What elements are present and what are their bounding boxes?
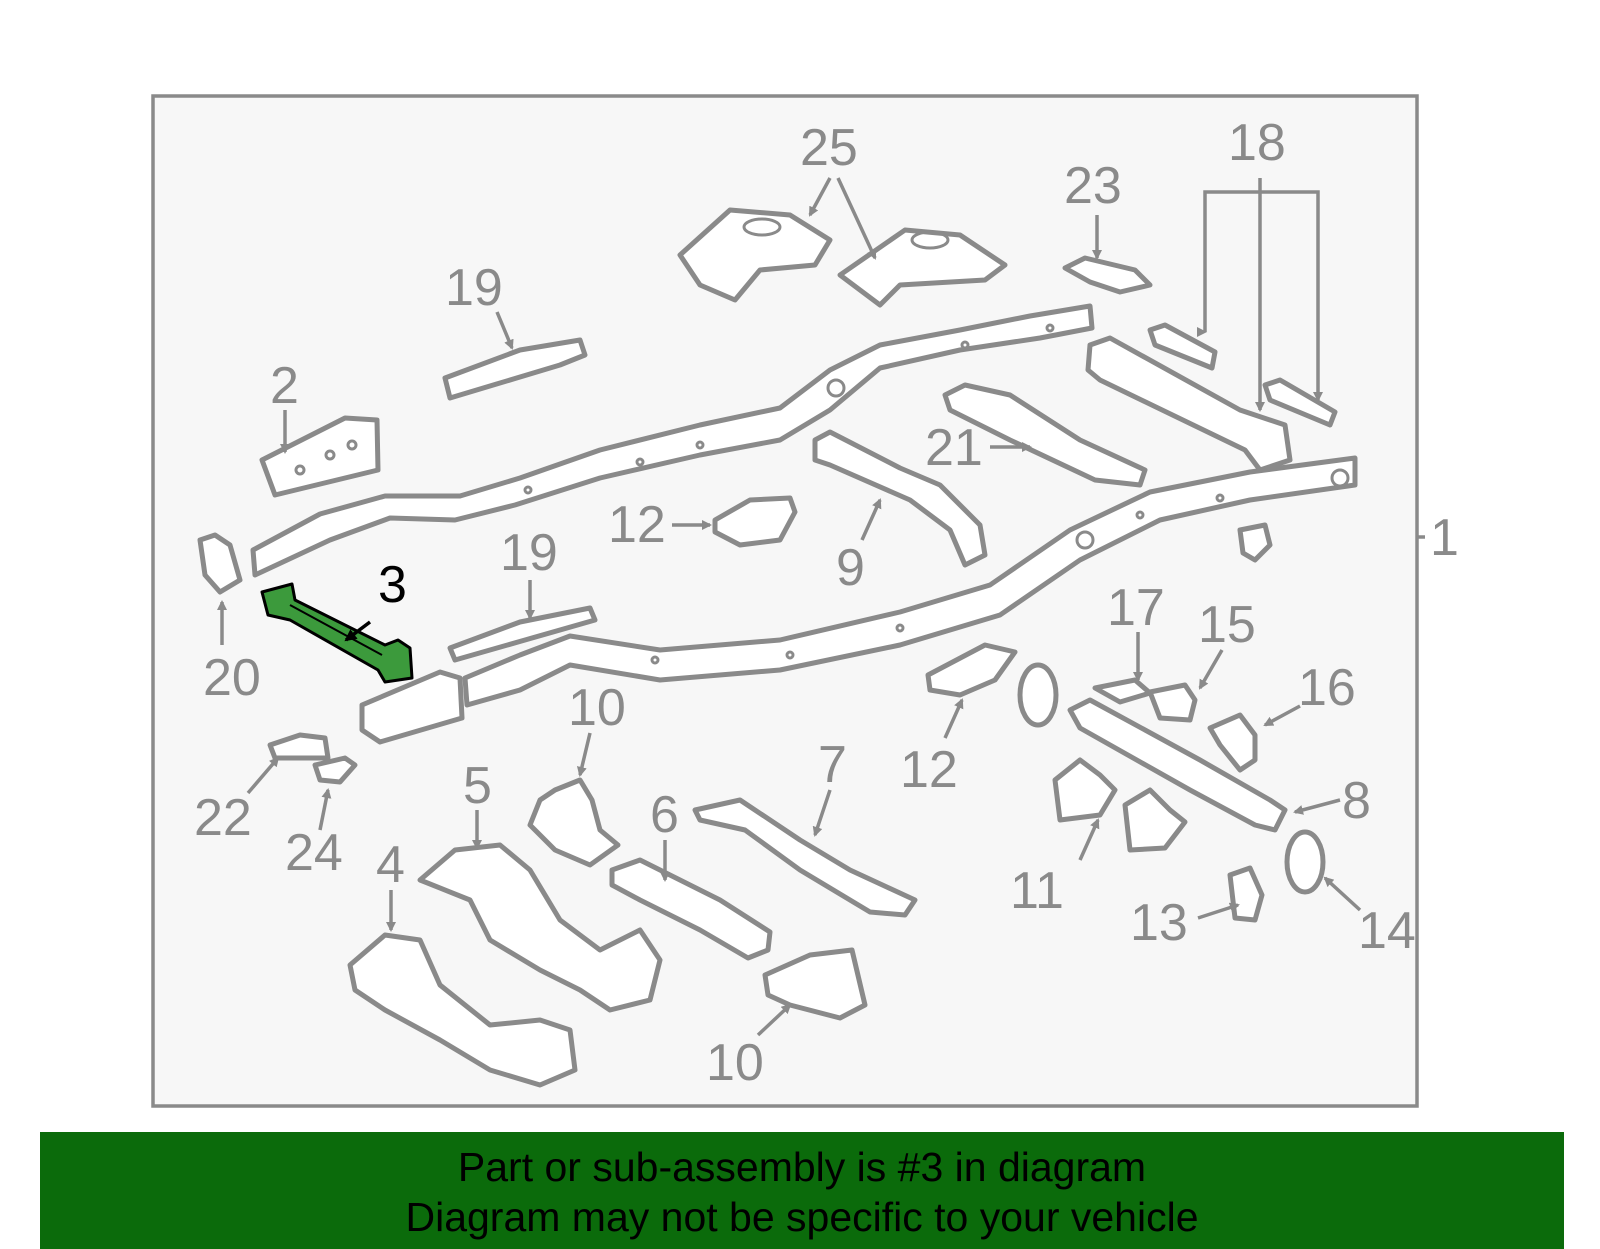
part-9-crossmember: [812, 429, 988, 568]
part-6-crossmember: [609, 857, 773, 961]
leader-lines: [217, 177, 1425, 1037]
rear-hanger: [1237, 522, 1273, 563]
banner-line-2: Diagram may not be specific to your vehi…: [405, 1194, 1199, 1240]
part-19-lower-bracket: [447, 605, 598, 663]
part-12-upper-mount: [712, 495, 798, 548]
callout-2: 2: [270, 357, 299, 415]
callout-10-upper: 10: [568, 679, 626, 737]
frame-rail-lower: [462, 455, 1358, 708]
callout-9: 9: [836, 539, 865, 597]
callout-17: 17: [1107, 579, 1165, 637]
part-14-gasket: [1284, 829, 1326, 895]
part-24-mount: [312, 755, 358, 785]
part-25-towers: [677, 207, 1008, 308]
callout-20: 20: [203, 649, 261, 707]
part-10-upper-bracket: [527, 777, 621, 868]
part-5-crossmember: [417, 842, 663, 1013]
part-11-bracket-b: [1122, 787, 1188, 853]
callout-18: 18: [1228, 114, 1286, 172]
callout-23: 23: [1064, 157, 1122, 215]
part-20-bracket: [197, 532, 243, 595]
callout-11: 11: [1010, 862, 1064, 920]
callout-12-lower: 12: [900, 741, 958, 799]
callout-22: 22: [194, 789, 252, 847]
part-22-mount: [267, 732, 331, 761]
part-2-bracket: [259, 415, 381, 498]
callout-7: 7: [818, 736, 847, 794]
callout-14: 14: [1358, 902, 1416, 960]
banner-line-1: Part or sub-assembly is #3 in diagram: [457, 1144, 1147, 1190]
part-15-bracket: [1147, 682, 1198, 723]
callout-21: 21: [925, 419, 983, 477]
callout-16: 16: [1298, 659, 1356, 717]
part-10-lower-bracket: [762, 947, 868, 1021]
callout-3-highlighted: 3: [378, 556, 407, 614]
callout-15: 15: [1198, 596, 1256, 654]
part-3-crossmember-highlighted: [260, 582, 414, 684]
callout-13: 13: [1130, 894, 1188, 952]
part-4-crossmember: [347, 932, 578, 1088]
part-12-lower-mount: [925, 642, 1018, 698]
part-16-bracket: [1207, 712, 1258, 773]
part-14-gasket-left: [1017, 662, 1059, 728]
callout-19-lower: 19: [500, 524, 558, 582]
callout-8: 8: [1342, 772, 1371, 830]
part-19-upper-bracket: [442, 337, 588, 401]
callout-24: 24: [285, 824, 343, 882]
part-7-crossmember: [692, 797, 918, 918]
part-11-bracket: [1052, 757, 1118, 823]
part-23-bracket: [1062, 255, 1153, 295]
callout-10-lower: 10: [706, 1034, 764, 1092]
frame-rail-upper: [250, 303, 1095, 578]
callout-12-upper: 12: [608, 496, 666, 554]
callout-19-upper: 19: [445, 259, 503, 317]
front-bracket: [359, 669, 465, 745]
info-banner: Part or sub-assembly is #3 in diagram Di…: [40, 1132, 1564, 1249]
part-21-crossmember: [942, 382, 1148, 488]
callout-5: 5: [463, 757, 492, 815]
callout-4: 4: [376, 836, 405, 894]
callout-25: 25: [800, 119, 858, 177]
callout-1: 1: [1430, 509, 1459, 567]
part-8-tube: [1067, 697, 1288, 833]
callout-6: 6: [650, 786, 679, 844]
part-18-crossmember: [1085, 322, 1338, 473]
